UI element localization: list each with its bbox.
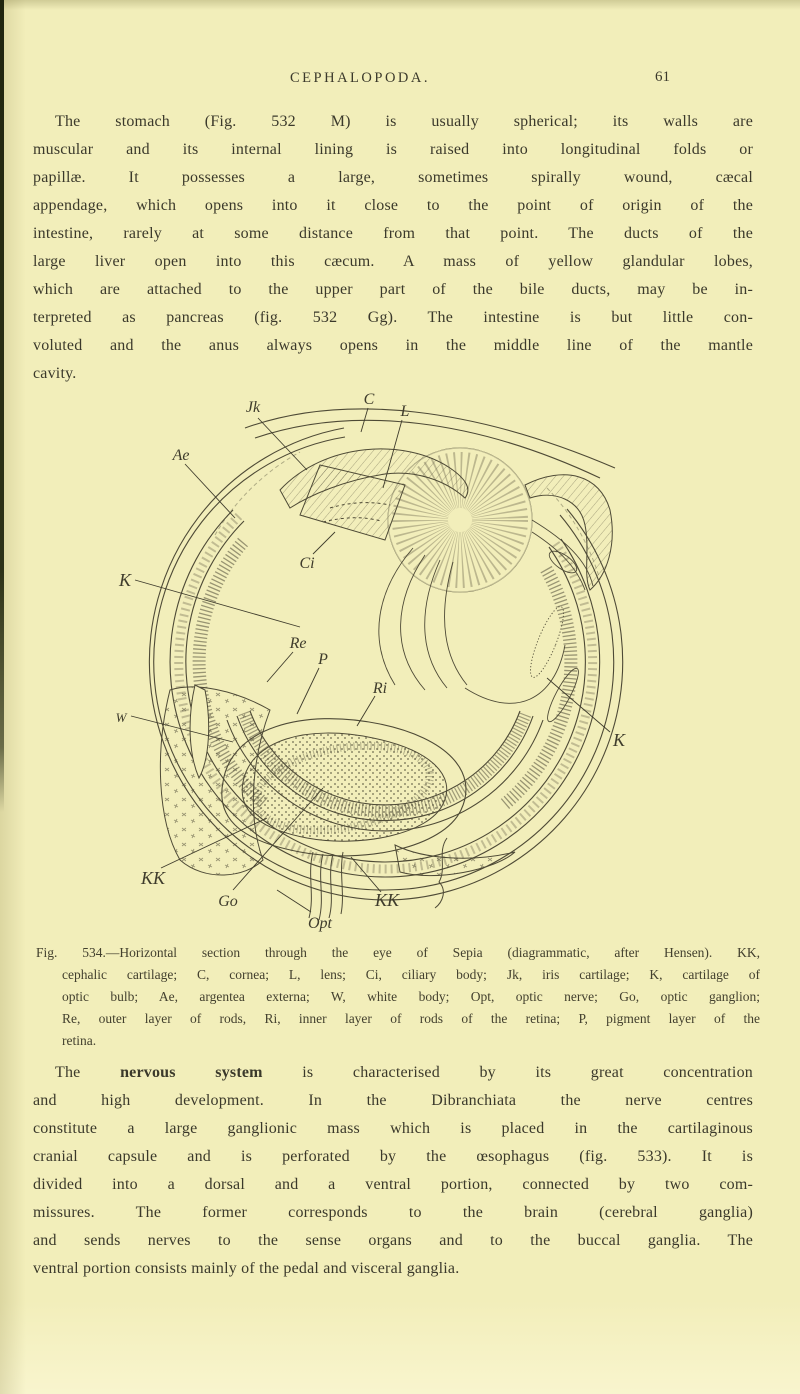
label-ae: Ae	[172, 447, 190, 464]
text-line: missures. The former corresponds to the …	[33, 1204, 753, 1221]
text-run: is characterised by its great concentrat…	[262, 1064, 753, 1081]
caption-line: retina.	[62, 1033, 97, 1048]
text-line: muscular and its internal lining is rais…	[33, 141, 753, 158]
text-line: cavity.	[33, 365, 77, 382]
text-line: and sends nerves to the sense organs and…	[33, 1232, 753, 1249]
running-header: CEPHALOPODA.	[290, 70, 430, 86]
label-jk: Jk	[246, 399, 261, 416]
cephalic-cartilage	[159, 684, 516, 877]
label-p: P	[317, 651, 328, 668]
label-ri: Ri	[372, 680, 387, 697]
white-body	[189, 684, 210, 780]
ae-stipple	[546, 487, 601, 581]
brace-squiggle	[434, 837, 448, 909]
cornea-line	[244, 408, 616, 469]
label-leaders	[130, 407, 611, 913]
label-c: C	[364, 391, 375, 408]
label-kk-left: KK	[140, 868, 166, 888]
paragraph-nervous-system: The nervous system is characterised by i…	[33, 1059, 753, 1283]
caption-line: optic bulb; Ae, argentea externa; W, whi…	[62, 989, 760, 1004]
label-go: Go	[218, 893, 238, 910]
text-line: intestine, rarely at some distance from …	[33, 225, 753, 242]
text-line: and high development. In the Dibranchiat…	[33, 1092, 753, 1109]
label-opt: Opt	[308, 915, 333, 932]
cornea-line	[254, 419, 601, 479]
text-line: ventral portion consists mainly of the p…	[33, 1260, 460, 1277]
page-left-edge	[0, 0, 4, 812]
page-number: 61	[655, 69, 670, 85]
caption-line: Re, outer layer of rods, Ri, inner layer…	[62, 1011, 760, 1026]
label-l: L	[400, 403, 410, 420]
label-kk-bottom: KK	[374, 890, 400, 910]
text-line: voluted and the anus always opens in the…	[33, 337, 753, 354]
iris-cartilage-fold-right	[524, 474, 613, 591]
text-run: The	[55, 1064, 121, 1081]
caption-line: cephalic cartilage; C, cornea; L, lens; …	[62, 967, 760, 982]
caption-line: Fig. 534.—Horizontal section through the…	[36, 945, 760, 960]
text-line: terpreted as pancreas (fig. 532 Gg). The…	[33, 309, 753, 326]
text-line: appendage, which opens into it close to …	[33, 197, 753, 214]
text-line: The nervous system is characterised by i…	[33, 1059, 753, 1087]
label-k-left: K	[118, 570, 132, 590]
eye-section-diagram: Jk C L Ae Ci K W Re P Ri KK Go Opt KK K	[116, 391, 626, 932]
label-ci: Ci	[299, 555, 314, 572]
paragraph-stomach: The stomach (Fig. 532 M) is usually sphe…	[33, 108, 753, 388]
text-run-bold: nervous system	[120, 1064, 263, 1081]
figure-labels: Jk C L Ae Ci K W Re P Ri KK Go Opt KK K	[116, 391, 626, 932]
vitreous-fan	[378, 519, 594, 723]
optic-ganglion	[221, 718, 467, 857]
figure-caption: Fig. 534.—Horizontal section through the…	[36, 942, 760, 1052]
ae-stipple	[214, 451, 301, 536]
ciliary-body	[299, 464, 406, 541]
label-k-right: K	[612, 730, 626, 750]
text-line: constitute a large ganglionic mass which…	[33, 1120, 753, 1137]
text-line: large liver open into this cæcum. A mass…	[33, 253, 753, 270]
text-line: which are attached to the upper part of …	[33, 281, 753, 298]
text-line: The stomach (Fig. 532 M) is usually sphe…	[55, 113, 753, 130]
text-line: cranial capsule and is perforated by the…	[33, 1148, 753, 1165]
text-line: papillæ. It possesses a large, sometimes…	[33, 169, 753, 186]
label-re: Re	[289, 635, 307, 652]
label-w: W	[116, 710, 128, 725]
text-line: divided into a dorsal and a ventral port…	[33, 1176, 753, 1193]
